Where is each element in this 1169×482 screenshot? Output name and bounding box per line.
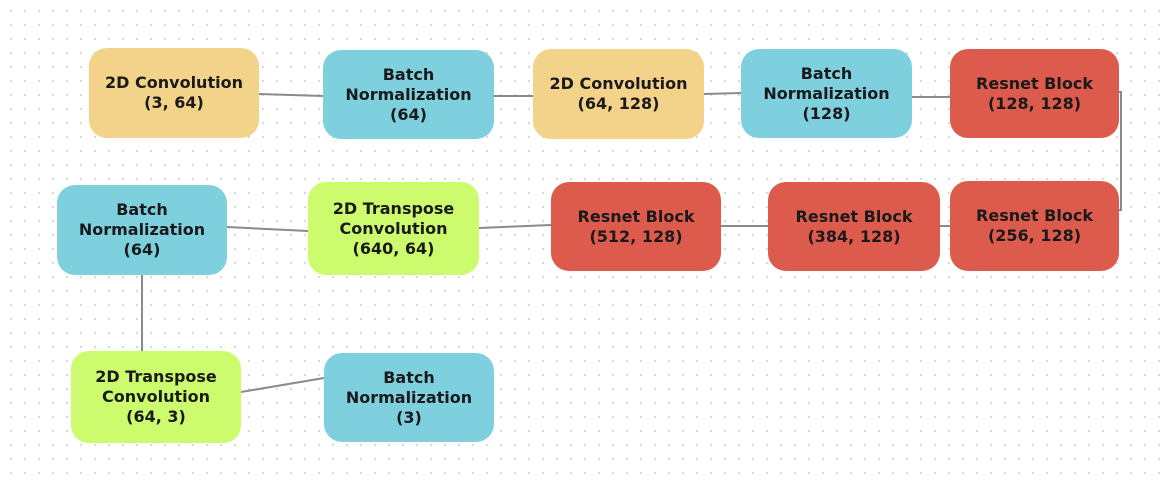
node-label-line: Batch bbox=[382, 64, 435, 84]
batch-norm-64-b-node[interactable]: Batch Normalization (64) bbox=[57, 185, 227, 275]
node-label-line: Batch bbox=[383, 367, 435, 387]
node-label-line: Resnet Block bbox=[795, 206, 913, 226]
node-label-line: Resnet Block bbox=[976, 73, 1093, 93]
node-label-line: (64) bbox=[123, 240, 161, 259]
edge-resnet4-tconv1 bbox=[478, 224, 552, 229]
node-label-line: 2D Transpose bbox=[332, 198, 455, 218]
transpose-conv-640-64-node[interactable]: 2D Transpose Convolution (640, 64) bbox=[308, 182, 479, 275]
node-label-line: (128) bbox=[802, 103, 851, 123]
node-label-line: (64, 128) bbox=[577, 94, 660, 113]
node-label-line: Resnet Block bbox=[976, 206, 1093, 225]
node-label-line: Batch bbox=[116, 200, 168, 219]
edge-conv2-bn2 bbox=[703, 92, 742, 95]
node-label-line: (3) bbox=[396, 407, 422, 427]
node-label-line: Normalization bbox=[345, 84, 472, 104]
node-label-line: (256, 128) bbox=[987, 226, 1082, 245]
node-label-line: (3, 64) bbox=[144, 93, 204, 112]
node-label-line: Resnet Block bbox=[577, 206, 695, 226]
transpose-conv-64-3-node[interactable]: 2D Transpose Convolution (64, 3) bbox=[71, 351, 241, 443]
batch-norm-128-node[interactable]: Batch Normalization (128) bbox=[741, 49, 912, 138]
node-label-line: Normalization bbox=[345, 387, 473, 407]
resnet-384-128-node[interactable]: Resnet Block (384, 128) bbox=[768, 182, 940, 271]
conv-64-128-node[interactable]: 2D Convolution (64, 128) bbox=[533, 49, 704, 139]
edge-conv1-bn1 bbox=[258, 93, 324, 97]
node-label-line: Normalization bbox=[763, 83, 890, 103]
node-label-line: Batch bbox=[800, 63, 853, 83]
conv-3-64-node[interactable]: 2D Convolution (3, 64) bbox=[89, 48, 259, 138]
resnet-128-128-node[interactable]: Resnet Block (128, 128) bbox=[950, 49, 1119, 138]
edge-tconv1-bn3 bbox=[226, 226, 309, 232]
node-label-line: (64, 3) bbox=[126, 407, 186, 426]
batch-norm-64-node[interactable]: Batch Normalization (64) bbox=[323, 50, 494, 139]
node-label-line: 2D Convolution bbox=[549, 74, 688, 93]
node-label-line: Normalization bbox=[78, 220, 206, 239]
node-label-line: (512, 128) bbox=[589, 226, 683, 246]
node-label-line: (640, 64) bbox=[352, 238, 435, 258]
batch-norm-3-node[interactable]: Batch Normalization (3) bbox=[324, 353, 494, 442]
node-label-line: (128, 128) bbox=[987, 93, 1082, 113]
resnet-256-128-node[interactable]: Resnet Block (256, 128) bbox=[950, 181, 1119, 271]
resnet-512-128-node[interactable]: Resnet Block (512, 128) bbox=[551, 182, 721, 271]
node-label-line: 2D Transpose bbox=[95, 367, 217, 386]
node-label-line: 2D Convolution bbox=[105, 73, 243, 92]
edge-resnet1-resnet2 bbox=[1119, 91, 1122, 211]
node-label-line: (64) bbox=[390, 104, 427, 124]
node-label-line: Convolution bbox=[339, 218, 448, 238]
node-label-line: (384, 128) bbox=[807, 226, 901, 246]
node-label-line: Convolution bbox=[102, 387, 210, 406]
edge-tconv2-bn4 bbox=[240, 377, 325, 393]
